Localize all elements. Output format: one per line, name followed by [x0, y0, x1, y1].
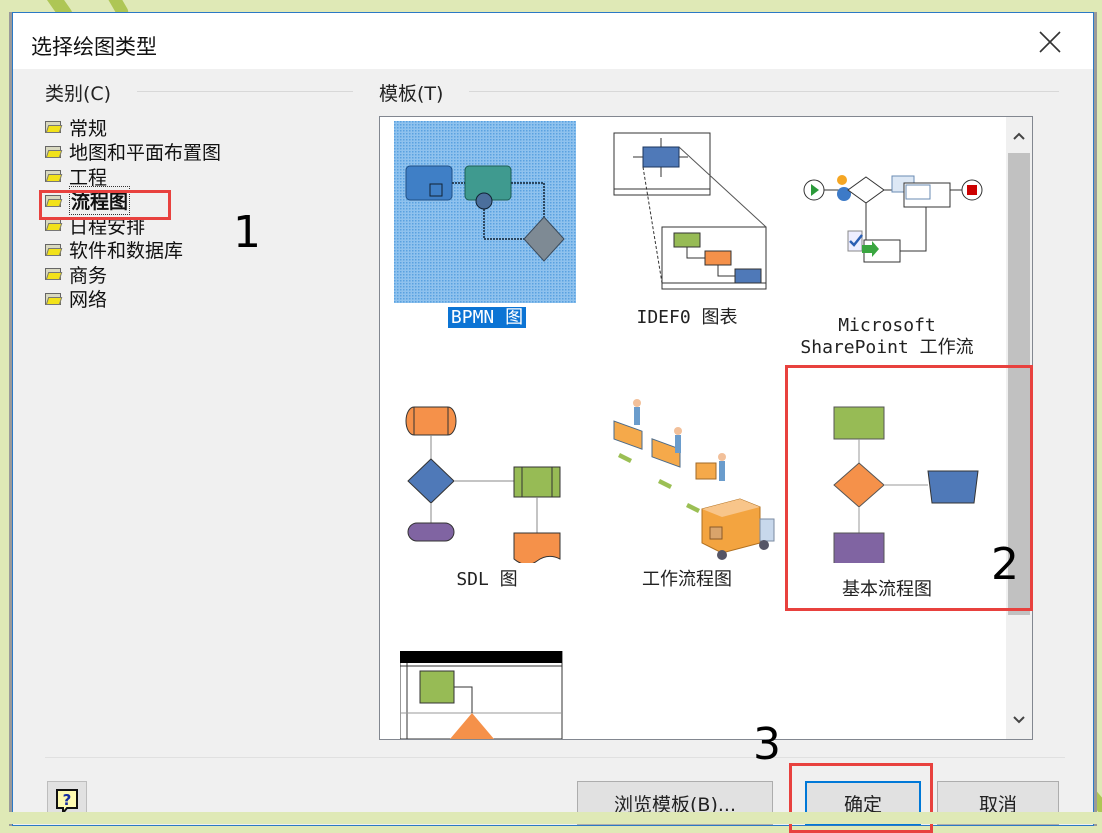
- category-item-engineering[interactable]: 工程: [45, 164, 221, 189]
- folder-icon: [45, 268, 63, 281]
- folder-icon: [45, 243, 63, 256]
- template-scrollbar[interactable]: [1006, 117, 1032, 739]
- template-work-flow[interactable]: 工作流程图: [592, 383, 782, 597]
- scroll-down-button[interactable]: [1006, 705, 1032, 735]
- category-divider: [137, 91, 353, 92]
- template-basic-flowchart[interactable]: 基本流程图: [792, 383, 982, 600]
- svg-text:?: ?: [63, 791, 72, 809]
- sharepoint-thumbnail-icon: [803, 175, 983, 263]
- annotation-highlight-1: [39, 190, 171, 220]
- basic-flowchart-thumbnail-icon: [833, 406, 979, 563]
- bpmn-thumbnail-icon: [394, 121, 576, 303]
- folder-icon: [45, 170, 63, 183]
- scroll-up-button[interactable]: [1006, 121, 1032, 151]
- category-item-flowchart[interactable]: 流程图: [45, 186, 221, 216]
- template-label: Microsoft SharePoint 工作流: [800, 315, 974, 358]
- template-label: IDEF0 图表: [636, 307, 738, 328]
- chevron-up-icon: [1013, 132, 1025, 140]
- template-sharepoint-workflow[interactable]: Microsoft SharePoint 工作流: [792, 121, 983, 361]
- template-label: BPMN 图: [392, 307, 582, 329]
- template-divider: [469, 91, 1059, 92]
- title-bar: 选择绘图类型: [13, 13, 1093, 69]
- help-icon: ?: [56, 789, 78, 814]
- category-item-maps[interactable]: 地图和平面布置图: [45, 140, 221, 164]
- template-cross-functional[interactable]: [392, 651, 582, 739]
- template-header: 模板(T): [379, 83, 444, 105]
- chevron-down-icon: [1013, 716, 1025, 724]
- scrollbar-thumb[interactable]: [1008, 153, 1030, 615]
- category-item-network[interactable]: 网络: [45, 287, 221, 311]
- folder-icon: [45, 121, 63, 134]
- folder-icon: [45, 292, 63, 305]
- template-sdl[interactable]: SDL 图: [392, 383, 582, 597]
- category-item-software[interactable]: 软件和数据库: [45, 238, 221, 262]
- category-header: 类别(C): [45, 83, 112, 105]
- choose-drawing-type-dialog: 选择绘图类型 类别(C) 模板(T) 常规 地图和平面布置图 工程 流程图 日程…: [12, 12, 1094, 833]
- sdl-thumbnail-icon: [405, 406, 561, 563]
- folder-icon: [45, 145, 63, 158]
- close-icon: [1039, 31, 1061, 53]
- folder-open-icon: [45, 194, 63, 207]
- dialog-title: 选择绘图类型: [31, 35, 157, 59]
- category-list: 常规 地图和平面布置图 工程 流程图 日程安排 软件和数据库 商务 网络: [45, 115, 221, 311]
- close-button[interactable]: [1037, 29, 1063, 55]
- annotation-number-2: 2: [991, 539, 1019, 590]
- annotation-number-3: 3: [753, 719, 781, 770]
- folder-icon: [45, 219, 63, 232]
- category-item-business[interactable]: 商务: [45, 262, 221, 287]
- template-label: SDL 图: [456, 569, 518, 590]
- annotation-highlight-2: [785, 365, 1033, 611]
- category-item-general[interactable]: 常规: [45, 115, 221, 140]
- template-idef0[interactable]: IDEF0 图表: [592, 121, 782, 335]
- template-label: 基本流程图: [842, 579, 932, 600]
- footer-divider: [45, 757, 1065, 758]
- cross-functional-thumbnail-icon: [400, 651, 563, 739]
- template-gallery: BPMN 图 IDEF0 图表: [379, 116, 1033, 740]
- annotation-number-1: 1: [233, 207, 261, 258]
- template-bpmn[interactable]: BPMN 图: [392, 121, 582, 335]
- work-flow-thumbnail-icon: [613, 399, 775, 560]
- wallpaper-strip: [0, 812, 1102, 824]
- template-label: 工作流程图: [642, 569, 732, 590]
- idef0-thumbnail-icon: [613, 132, 767, 290]
